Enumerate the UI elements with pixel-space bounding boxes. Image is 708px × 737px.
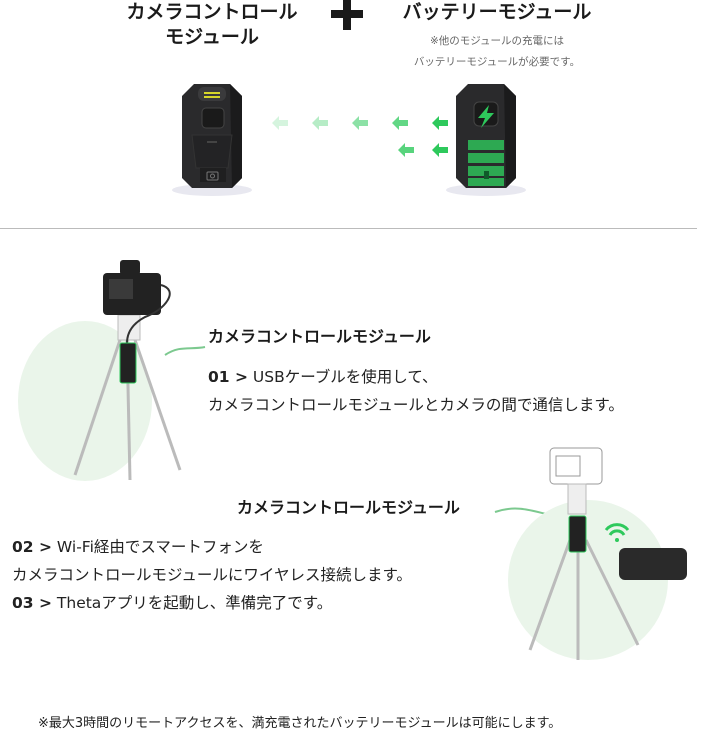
battery-module-title: バッテリーモジュール bbox=[402, 1, 592, 23]
step-text: カメラコントロールモジュールとカメラの間で通信します。 bbox=[208, 396, 624, 414]
step1-label: カメラコントロールモジュール bbox=[208, 327, 431, 346]
charging-arrows bbox=[272, 116, 448, 157]
note-line: ※他のモジュールの充電には bbox=[429, 35, 565, 47]
note-line: バッテリーモジュールが必要です。 bbox=[413, 56, 581, 68]
tripod-wifi-phone-illustration bbox=[494, 447, 687, 660]
step2-label: カメラコントロールモジュール bbox=[237, 498, 460, 517]
step-number: 03 > bbox=[12, 594, 52, 612]
wifi-icon bbox=[604, 523, 630, 536]
step-text: カメラコントロールモジュールにワイヤレス接続します。 bbox=[12, 566, 412, 584]
step-text: Thetaアプリを起動し、準備完了です。 bbox=[51, 594, 333, 612]
battery-module-image bbox=[446, 84, 526, 196]
step2-text: 02 > Wi-Fi経由でスマートフォンを カメラコントロールモジュールにワイヤ… bbox=[12, 533, 412, 617]
footer-note: ※最大3時間のリモートアクセスを、満充電されたバッテリーモジュールは可能にします… bbox=[38, 716, 562, 731]
camera-control-module-title: カメラコントロール モジュール bbox=[112, 0, 312, 50]
tripod-camera-usb-illustration bbox=[18, 260, 206, 481]
battery-note: ※他のモジュールの充電には バッテリーモジュールが必要です。 bbox=[397, 31, 597, 73]
title-line: カメラコントロール bbox=[126, 1, 298, 23]
lightning-icon bbox=[478, 105, 494, 128]
step-number: 01 > bbox=[208, 368, 248, 386]
step-text: USBケーブルを使用して、 bbox=[247, 368, 438, 386]
step1-text: 01 > USBケーブルを使用して、 カメラコントロールモジュールとカメラの間で… bbox=[208, 363, 624, 419]
step-text: Wi-Fi経由でスマートフォンを bbox=[51, 538, 264, 556]
step-number: 02 > bbox=[12, 538, 52, 556]
smartphone-image bbox=[619, 548, 687, 580]
title-line: モジュール bbox=[165, 26, 259, 48]
section-divider bbox=[0, 228, 697, 229]
plus-icon bbox=[331, 0, 363, 30]
camera-icon bbox=[206, 171, 219, 181]
battery-icon bbox=[484, 171, 489, 179]
arrow-left-icon bbox=[272, 116, 448, 157]
camera-control-module-image bbox=[172, 84, 252, 196]
